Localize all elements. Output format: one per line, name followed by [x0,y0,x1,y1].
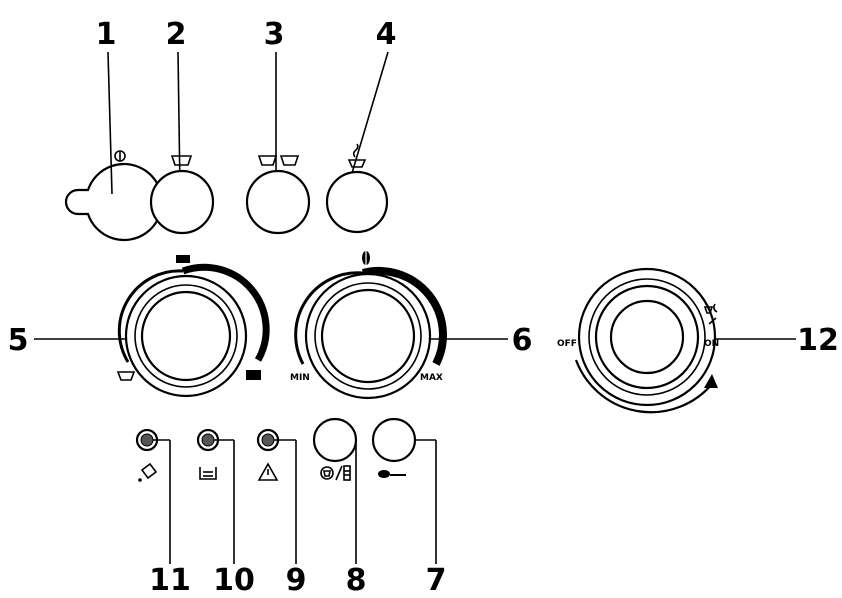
callout-11: 11 [149,563,191,598]
callout-12: 12 [797,323,839,358]
grounds-container-icon [199,467,217,480]
rinse-icon [320,465,351,481]
callout-8: 8 [346,563,367,598]
steam-hot-water-icon [703,303,718,325]
callout-9: 9 [286,563,307,598]
two-cups-button[interactable] [245,169,311,235]
power-button[interactable] [64,162,164,242]
one-cup-icon [170,155,193,166]
steam-button[interactable] [325,170,389,234]
steam-selector-dial[interactable] [574,267,718,414]
selector-on-label: ON [704,339,719,349]
one-cup-button[interactable] [149,169,215,235]
callout-6: 6 [512,323,533,358]
callout-10: 10 [213,563,255,598]
callout-7: 7 [426,563,447,598]
steam-icon [347,143,367,168]
coffee-strength-icon [116,255,261,381]
descale-icon [138,462,158,482]
warning-icon [257,462,279,481]
grind-max-label: MAX [420,373,443,383]
descale-indicator-light [135,428,159,452]
callout-1: 1 [96,17,117,52]
grind-dial[interactable] [294,267,447,400]
selector-off-label: OFF [557,339,577,349]
callout-5: 5 [8,323,29,358]
grind-min-label: MIN [290,373,310,383]
callout-2: 2 [166,17,187,52]
rinse-button[interactable] [312,417,358,463]
callout-4: 4 [376,17,397,52]
spoon-icon [378,470,406,478]
two-cups-icon [257,155,300,166]
grounds-container-indicator-light [196,428,220,452]
coffee-strength-dial[interactable] [117,263,270,398]
grind-icon [362,251,370,265]
pre-ground-button[interactable] [371,417,417,463]
warning-indicator-light [256,428,280,452]
callout-3: 3 [264,17,285,52]
power-icon [114,150,126,162]
